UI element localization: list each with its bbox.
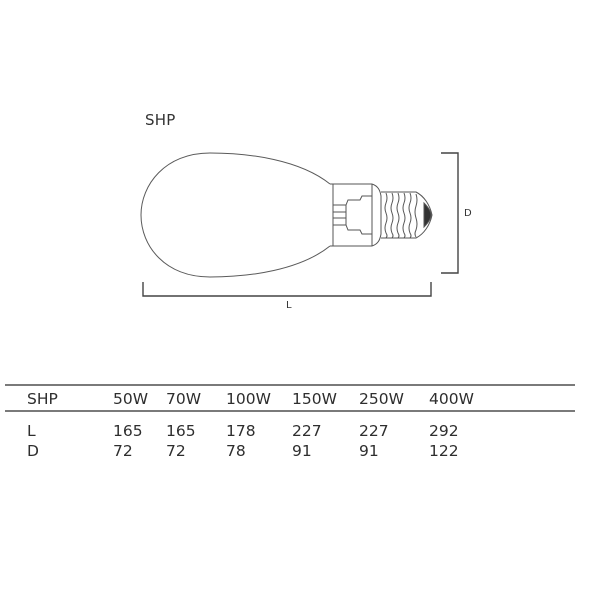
header-cell: SHP: [27, 390, 58, 408]
dimension-l-label: L: [286, 300, 292, 311]
table-cell: 91: [359, 442, 379, 460]
header-cell: 150W: [292, 390, 337, 408]
table-top-rule: [5, 384, 575, 386]
header-cell: 50W: [113, 390, 149, 408]
row-label: L: [27, 422, 36, 440]
header-cell: 400W: [429, 390, 474, 408]
lamp-screw-base-icon: [381, 191, 433, 239]
table-cell: 178: [226, 422, 256, 440]
table-header-row: SHP 50W 70W 100W 150W 250W 400W: [5, 386, 575, 410]
dimension-d-label: D: [464, 208, 472, 219]
table-row: D 72 72 78 91 91 122: [5, 441, 575, 461]
table-cell: 292: [429, 422, 459, 440]
header-cell: 70W: [166, 390, 202, 408]
table-cell: 122: [429, 442, 459, 460]
table-row: L 165 165 178 227 227 292: [5, 421, 575, 441]
table-cell: 227: [359, 422, 389, 440]
table-cell: 72: [166, 442, 186, 460]
table-header-rule: [5, 410, 575, 412]
table-cell: 91: [292, 442, 312, 460]
diagram-title: SHP: [145, 111, 176, 129]
row-label: D: [27, 442, 39, 460]
header-cell: 100W: [226, 390, 271, 408]
dimension-l-bracket: [142, 282, 432, 297]
table-cell: 165: [166, 422, 196, 440]
table-cell: 78: [226, 442, 246, 460]
dimensions-table: SHP 50W 70W 100W 150W 250W 400W L 165 16…: [5, 384, 575, 461]
table-cell: 227: [292, 422, 322, 440]
lamp-bulb-icon: [140, 152, 331, 278]
lamp-collar-icon: [330, 183, 382, 247]
table-cell: 165: [113, 422, 143, 440]
header-cell: 250W: [359, 390, 404, 408]
dimension-d-bracket: [441, 152, 459, 274]
table-cell: 72: [113, 442, 133, 460]
